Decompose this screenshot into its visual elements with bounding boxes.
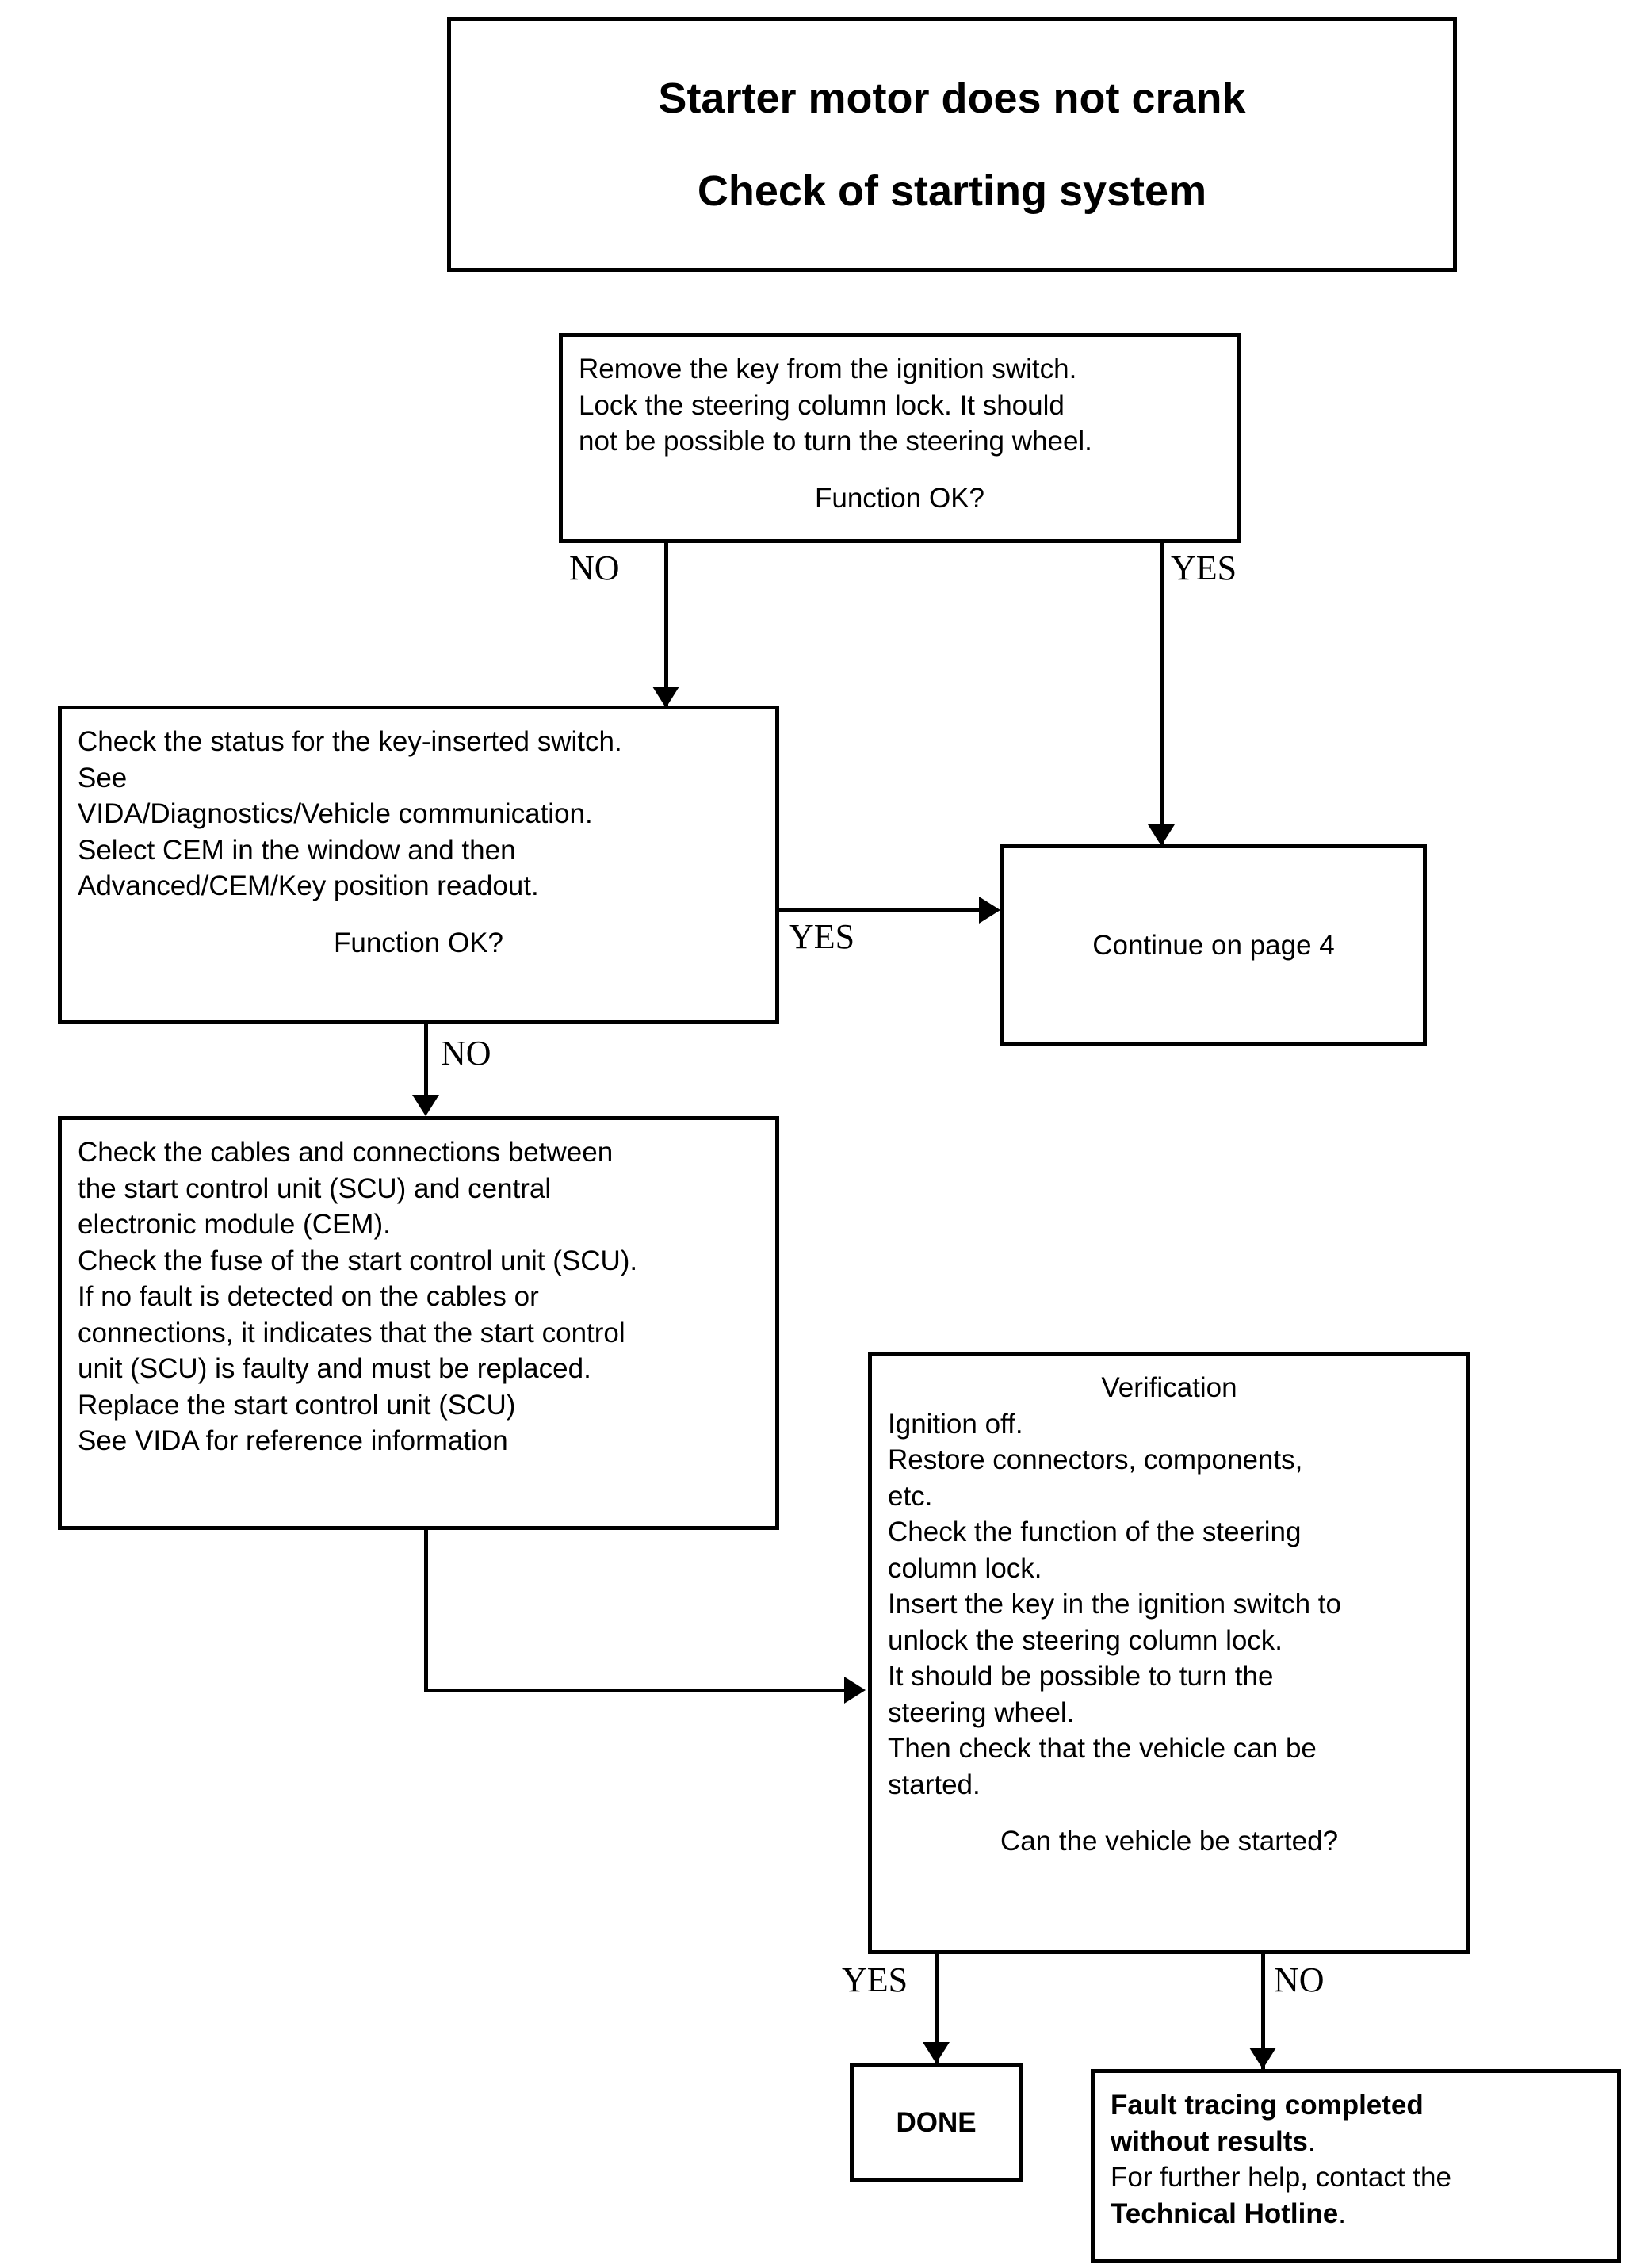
step-text-line: Check the cables and connections between	[78, 1137, 614, 1168]
connector-cables-to-verification-vertical	[424, 1530, 428, 1692]
connector-verification-yes-vertical	[935, 1954, 939, 2085]
connector-cables-to-verification-horizontal	[424, 1689, 844, 1692]
fault-tracing-bold-fragment: without results	[1111, 2125, 1308, 2157]
text-spacer	[888, 1803, 1451, 1823]
step-text-line: not be possible to turn the steering whe…	[579, 426, 1092, 457]
step-text-line: If no fault is detected on the cables or	[78, 1281, 539, 1312]
connector-key-switch-no-vertical	[424, 1024, 428, 1096]
arrowhead-into-verification	[844, 1677, 866, 1704]
step-text-line: Check the function of the steering	[888, 1516, 1302, 1547]
verification-question: Can the vehicle be started?	[1000, 1826, 1339, 1857]
step-text-line: See VIDA for reference information	[78, 1425, 508, 1456]
edge-label-no-verification: NO	[1274, 1960, 1325, 1999]
step-text-line: Insert the key in the ignition switch to	[888, 1589, 1341, 1620]
edge-label-no-key-removal: NO	[569, 549, 620, 587]
step-text-line: Then check that the vehicle can be	[888, 1733, 1317, 1764]
connector-key-removal-yes-vertical	[1160, 543, 1164, 846]
fault-tracing-bold-line-1: Fault tracing completed	[1111, 2090, 1424, 2121]
fault-tracing-normal-line: For further help, contact the	[1111, 2162, 1451, 2193]
edge-label-no-key-switch: NO	[441, 1034, 491, 1073]
step-question: Function OK?	[334, 927, 503, 958]
step-text-line: Remove the key from the ignition switch.	[579, 354, 1077, 384]
connector-verification-no-vertical	[1261, 1954, 1265, 2090]
step-text-line: electronic module (CEM).	[78, 1209, 391, 1240]
terminal-box-continue-page4: Continue on page 4	[1000, 844, 1427, 1046]
step-box-cables-check: Check the cables and connections between…	[58, 1116, 779, 1530]
step-question: Function OK?	[815, 482, 984, 514]
step-text-line: VIDA/Diagnostics/Vehicle communication.	[78, 798, 593, 829]
step-text-line: Replace the start control unit (SCU)	[78, 1389, 516, 1421]
step-text-line: unit (SCU) is faulty and must be replace…	[78, 1353, 591, 1384]
arrowhead-into-key-switch-status	[652, 687, 679, 708]
step-text-line: Lock the steering column lock. It should	[579, 389, 1065, 421]
fault-tracing-period: .	[1307, 2125, 1316, 2157]
fault-tracing-bold-line-2: without results.	[1111, 2124, 1601, 2160]
edge-label-yes-key-switch: YES	[789, 917, 855, 956]
step-text-line: Check the fuse of the start control unit…	[78, 1245, 638, 1276]
done-label: DONE	[896, 2106, 977, 2138]
step-text-line: It should be possible to turn the	[888, 1661, 1274, 1692]
title-line-2: Check of starting system	[697, 166, 1207, 215]
title-box: Starter motor does not crank Check of st…	[447, 17, 1457, 272]
step-text-line: Check the status for the key-inserted sw…	[78, 726, 622, 757]
step-text-line: Advanced/CEM/Key position readout.	[78, 870, 539, 901]
step-text-line: steering wheel.	[888, 1696, 1075, 1728]
terminal-box-fault-tracing: Fault tracing completed without results.…	[1091, 2069, 1621, 2263]
text-spacer	[78, 905, 759, 925]
arrowhead-into-cables-check	[412, 1095, 439, 1116]
step-text-line: See	[78, 762, 128, 794]
text-spacer	[579, 460, 1221, 480]
fault-tracing-hotline-line: Technical Hotline.	[1111, 2196, 1601, 2232]
step-text-line: Ignition off.	[888, 1408, 1023, 1440]
step-box-key-switch-status: Check the status for the key-inserted sw…	[58, 706, 779, 1024]
step-text-line: column lock.	[888, 1552, 1042, 1584]
title-line-1: Starter motor does not crank	[658, 75, 1246, 123]
fault-tracing-hotline-bold: Technical Hotline	[1111, 2197, 1339, 2229]
continue-page4-label: Continue on page 4	[1092, 929, 1335, 961]
edge-label-yes-key-removal: YES	[1171, 549, 1237, 587]
step-text-line: started.	[888, 1769, 981, 1800]
arrowhead-into-continue-page4	[1148, 824, 1175, 846]
arrowhead-into-done	[923, 2042, 950, 2063]
fault-tracing-hotline-period: .	[1338, 2197, 1346, 2229]
connector-key-switch-yes-horizontal	[779, 908, 979, 912]
step-text-line: the start control unit (SCU) and central	[78, 1172, 552, 1204]
verification-heading: Verification	[1101, 1372, 1237, 1403]
terminal-box-done: DONE	[850, 2063, 1023, 2182]
step-text-line: connections, it indicates that the start…	[78, 1317, 625, 1348]
step-box-key-removal: Remove the key from the ignition switch.…	[559, 333, 1241, 543]
step-text-line: Select CEM in the window and then	[78, 834, 516, 866]
step-box-verification: Verification Ignition off. Restore conne…	[868, 1352, 1470, 1954]
arrowhead-into-continue-page4-side	[979, 897, 1000, 924]
edge-label-yes-verification: YES	[842, 1960, 908, 1999]
step-text-line: Restore connectors, components,	[888, 1444, 1303, 1475]
arrowhead-into-fault-tracing	[1249, 2048, 1276, 2069]
step-text-line: unlock the steering column lock.	[888, 1624, 1283, 1656]
step-text-line: etc.	[888, 1480, 933, 1512]
